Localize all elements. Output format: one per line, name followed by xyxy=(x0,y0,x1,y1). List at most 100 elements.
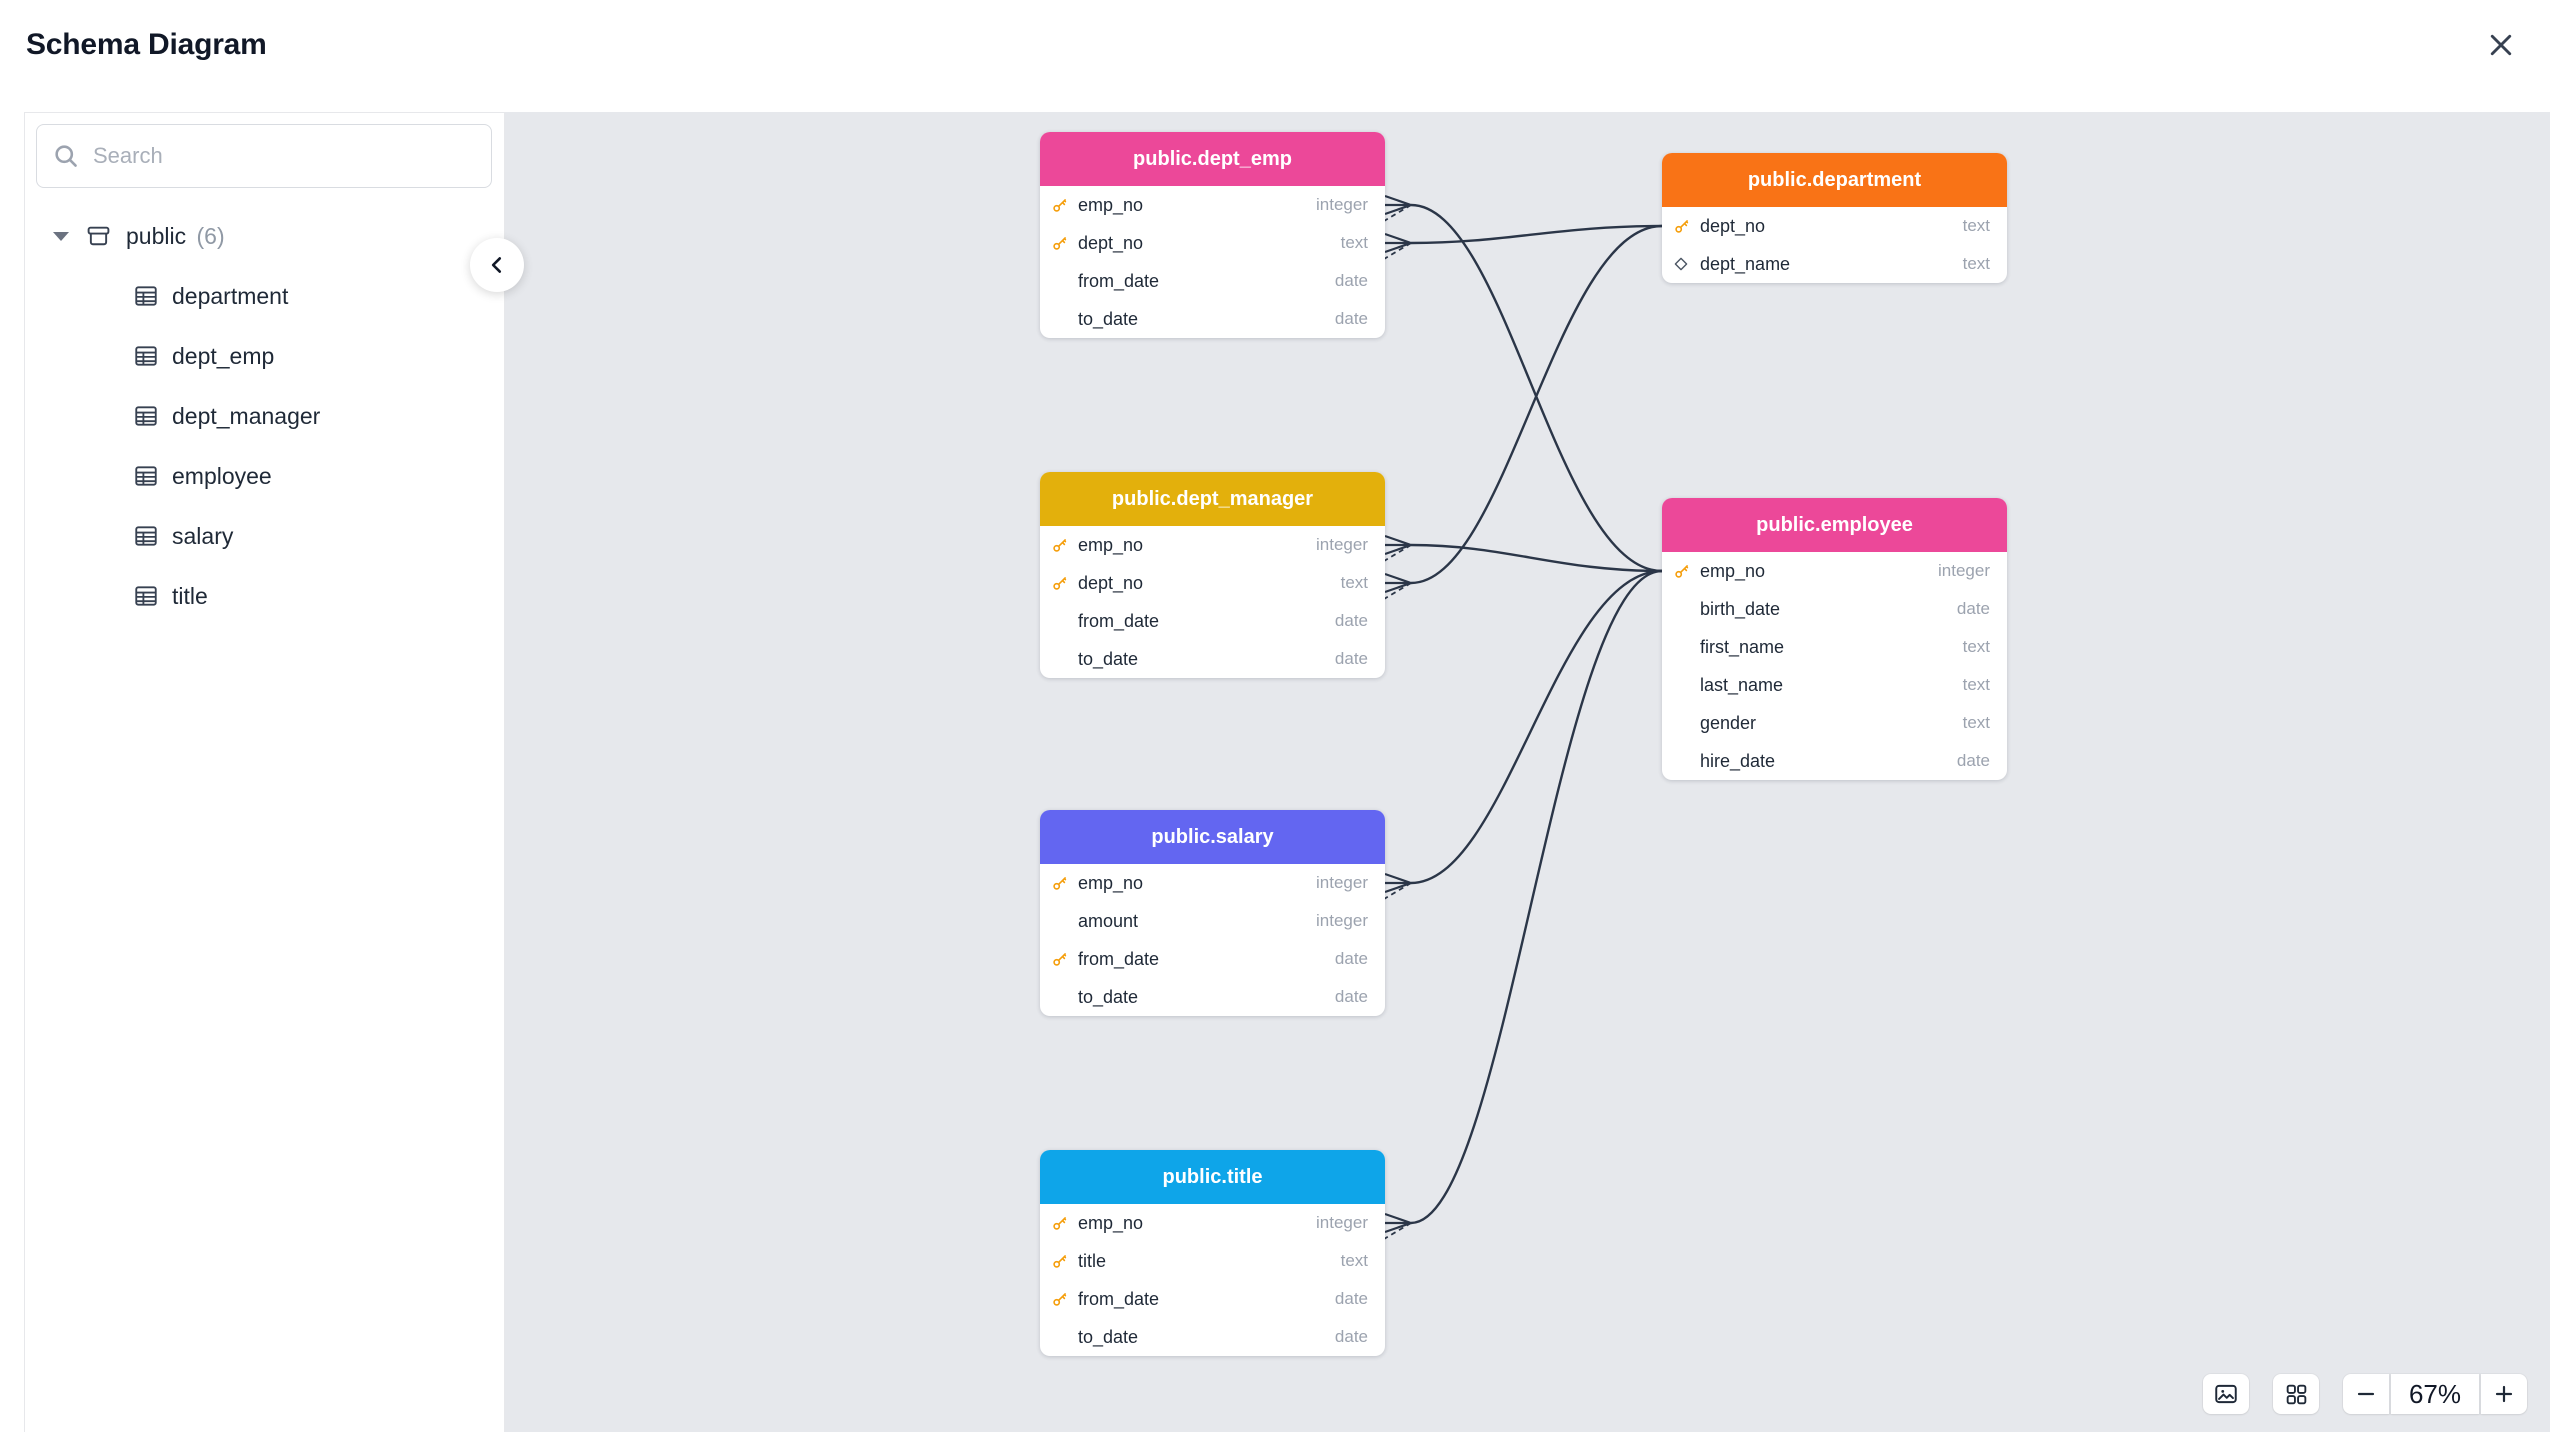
sidebar: public (6) department dept_emp dept_manage… xyxy=(24,112,505,1432)
key-icon xyxy=(1053,1293,1067,1306)
zoom-out-button[interactable] xyxy=(2343,1374,2389,1414)
field-row-salary-from_date: from_date date xyxy=(1040,940,1385,978)
entity-title: public.dept_manager xyxy=(1040,472,1385,526)
close-button[interactable] xyxy=(2478,22,2524,68)
field-row-employee-birth_date: birth_date date xyxy=(1662,590,2007,628)
sidebar-item-salary[interactable]: salary xyxy=(25,506,504,566)
table-label: department xyxy=(172,282,289,309)
window-header: Schema Diagram xyxy=(0,0,2550,90)
sidebar-item-dept_emp[interactable]: dept_emp xyxy=(25,326,504,386)
field-name: to_date xyxy=(1078,1326,1139,1347)
relation-edge-dept_manager-employee[interactable] xyxy=(1378,534,1663,573)
relation-edge-dept_emp-department[interactable] xyxy=(1378,224,1663,263)
table-label: dept_manager xyxy=(172,402,321,429)
export-image-button[interactable] xyxy=(2203,1374,2249,1414)
entity-title: public.dept_emp xyxy=(1040,132,1385,186)
field-name: to_date xyxy=(1078,648,1139,669)
search-input[interactable] xyxy=(93,143,476,169)
crows-foot-many-marker xyxy=(1384,534,1412,556)
chevron-left-icon xyxy=(491,257,502,273)
field-type: date xyxy=(1956,751,1990,770)
table-label: dept_emp xyxy=(172,342,275,369)
sidebar-item-employee[interactable]: employee xyxy=(25,446,504,506)
field-name: emp_no xyxy=(1078,194,1144,215)
sidebar-item-title[interactable]: title xyxy=(25,566,504,626)
key-icon xyxy=(1053,237,1067,250)
field-name: birth_date xyxy=(1700,598,1781,619)
field-type: text xyxy=(1340,233,1368,252)
field-row-employee-last_name: last_name text xyxy=(1662,666,2007,704)
field-type: text xyxy=(1962,637,1990,656)
field-type: integer xyxy=(1316,535,1368,554)
main-area: public (6) department dept_emp dept_manage… xyxy=(0,112,2550,1432)
layout-grid-button[interactable] xyxy=(2273,1374,2319,1414)
field-name: emp_no xyxy=(1078,1212,1144,1233)
field-name: dept_name xyxy=(1700,253,1791,274)
field-name: last_name xyxy=(1700,674,1784,695)
sidebar-item-department[interactable]: department xyxy=(25,266,504,326)
schema-icon xyxy=(87,226,110,245)
canvas-controls: 67% xyxy=(2203,1374,2527,1414)
search-icon xyxy=(55,145,77,167)
sidebar-item-dept_manager[interactable]: dept_manager xyxy=(25,386,504,446)
field-type: date xyxy=(1334,1289,1368,1308)
field-name: from_date xyxy=(1078,948,1160,969)
entity-title: public.employee xyxy=(1662,498,2007,552)
table-label: employee xyxy=(172,462,272,489)
key-icon xyxy=(1675,565,1689,578)
field-type: text xyxy=(1340,1251,1368,1270)
field-name: emp_no xyxy=(1078,872,1144,893)
relation-edge-dept_emp-employee[interactable] xyxy=(1378,194,1663,573)
field-type: date xyxy=(1334,611,1368,630)
relation-edge-salary-employee[interactable] xyxy=(1378,569,1663,903)
field-type: date xyxy=(1334,949,1368,968)
field-type: date xyxy=(1334,1327,1368,1346)
field-name: to_date xyxy=(1078,986,1139,1007)
field-name: from_date xyxy=(1078,270,1160,291)
crows-foot-many-marker xyxy=(1384,872,1412,894)
crows-foot-many-marker xyxy=(1384,232,1412,254)
field-type: integer xyxy=(1316,911,1368,930)
key-icon xyxy=(1675,220,1689,233)
key-icon xyxy=(1053,539,1067,552)
crows-foot-many-marker xyxy=(1384,572,1412,594)
field-name: first_name xyxy=(1700,636,1785,657)
table-icon xyxy=(135,526,157,546)
sidebar-item-schema-public[interactable]: public (6) xyxy=(25,206,504,266)
field-type: date xyxy=(1956,599,1990,618)
field-name: dept_no xyxy=(1700,215,1766,236)
sidebar-collapse-button[interactable] xyxy=(470,238,524,292)
field-name: from_date xyxy=(1078,610,1160,631)
schema-tree: public (6) department dept_emp dept_manage… xyxy=(25,206,504,626)
field-name: dept_no xyxy=(1078,232,1144,253)
relation-edge-title-employee[interactable] xyxy=(1378,569,1663,1243)
plus-icon xyxy=(2495,1385,2513,1403)
key-icon xyxy=(1053,877,1067,890)
zoom-control-group: 67% xyxy=(2343,1374,2527,1414)
zoom-level: 67% xyxy=(2391,1374,2479,1414)
field-type: date xyxy=(1334,271,1368,290)
field-type: text xyxy=(1962,675,1990,694)
key-icon xyxy=(1053,953,1067,966)
field-row-employee-first_name: first_name text xyxy=(1662,628,2007,666)
field-name: hire_date xyxy=(1700,750,1776,771)
field-name: gender xyxy=(1700,712,1757,733)
entity-title: public.department xyxy=(1662,153,2007,207)
table-label: salary xyxy=(172,522,234,549)
zoom-in-button[interactable] xyxy=(2481,1374,2527,1414)
field-row-title-to_date: to_date date xyxy=(1040,1318,1385,1356)
field-row-employee-hire_date: hire_date date xyxy=(1662,742,2007,780)
caret-down-icon[interactable] xyxy=(53,231,69,241)
table-icon xyxy=(135,586,157,606)
